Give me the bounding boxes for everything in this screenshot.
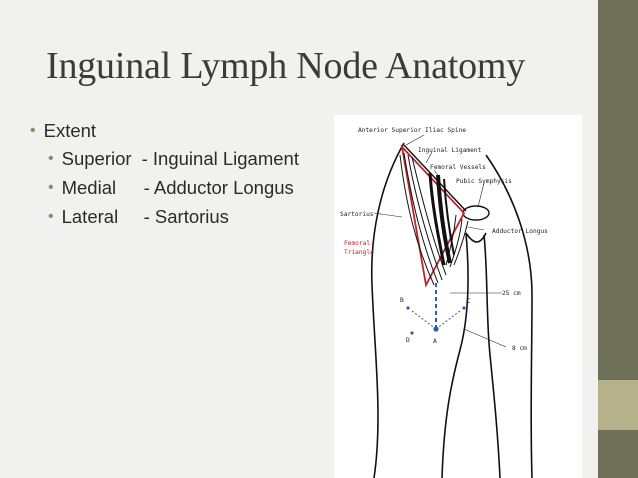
slide-title: Inguinal Lymph Node Anatomy	[46, 45, 526, 87]
label-adductor-longus: Adductor Longus	[492, 228, 548, 235]
point-b-marker	[406, 306, 410, 310]
label-point-a: A	[433, 338, 437, 345]
bullet-superior: • Superior - Inguinal Ligament	[30, 144, 299, 173]
bullet-medial-label: Medial	[61, 176, 117, 198]
label-femoral-vessels: Femoral Vessels	[430, 164, 486, 171]
outline-left-leg	[370, 142, 405, 478]
outline-right-leg	[483, 234, 501, 478]
bullet-superior-value: - Inguinal Ligament	[141, 147, 299, 169]
bullet-medial-value: - Adductor Longus	[143, 176, 294, 198]
outline-right-hip	[485, 154, 533, 478]
bullet-superior-label: Superior	[61, 147, 132, 169]
label-inguinal-ligament: Inguinal Ligament	[418, 147, 482, 154]
adductor-longus-muscle	[445, 214, 469, 268]
point-d-marker	[410, 331, 414, 335]
bullet-lateral-label: Lateral	[61, 205, 119, 227]
bullet-dot-icon: •	[48, 149, 54, 167]
label-8cm: 8 cm	[512, 345, 527, 352]
bullet-lateral: • Lateral - Sartorius	[30, 202, 299, 231]
label-25cm: 25 cm	[502, 290, 521, 297]
inguinal-ligament-line	[403, 144, 467, 212]
sartorius-muscle	[399, 152, 447, 286]
leader-lines	[373, 134, 507, 348]
label-asis: Anterior Superior Iliac Spine	[358, 127, 466, 134]
label-point-b: B	[400, 297, 404, 304]
bullet-extent: • Extent	[30, 118, 299, 144]
bullet-list: • Extent • Superior - Inguinal Ligament …	[30, 118, 299, 231]
pubic-symphysis-shape	[462, 205, 490, 221]
bullet-dot-icon: •	[48, 207, 54, 225]
decorative-right-band-accent	[598, 380, 638, 430]
bullet-medial: • Medial - Adductor Longus	[30, 173, 299, 202]
measurement-line-a-left	[411, 310, 437, 330]
anatomy-diagram: Anterior Superior Iliac Spine Inguinal L…	[334, 115, 582, 478]
label-sartorius: Sartorius	[340, 211, 374, 218]
point-c-marker	[462, 306, 466, 310]
point-a-marker	[433, 326, 439, 332]
measurement-line-a-right	[435, 310, 461, 330]
label-point-c: C	[467, 298, 471, 305]
label-pubic-symphysis: Pubic Symphysis	[456, 178, 512, 185]
outline-crotch	[465, 232, 487, 243]
bullet-extent-text: Extent	[43, 120, 97, 141]
label-femoral-triangle-2: Triangle	[344, 249, 374, 256]
outline-inner-thigh	[441, 232, 469, 478]
anatomy-diagram-svg: Anterior Superior Iliac Spine Inguinal L…	[340, 127, 548, 478]
bullet-dot-icon: •	[30, 122, 36, 139]
label-point-d: D	[406, 337, 410, 344]
label-femoral-triangle-1: Femoral	[344, 240, 370, 247]
bullet-lateral-value: - Sartorius	[143, 205, 229, 227]
femoral-vessels	[428, 172, 455, 266]
bullet-dot-icon: •	[48, 178, 54, 196]
